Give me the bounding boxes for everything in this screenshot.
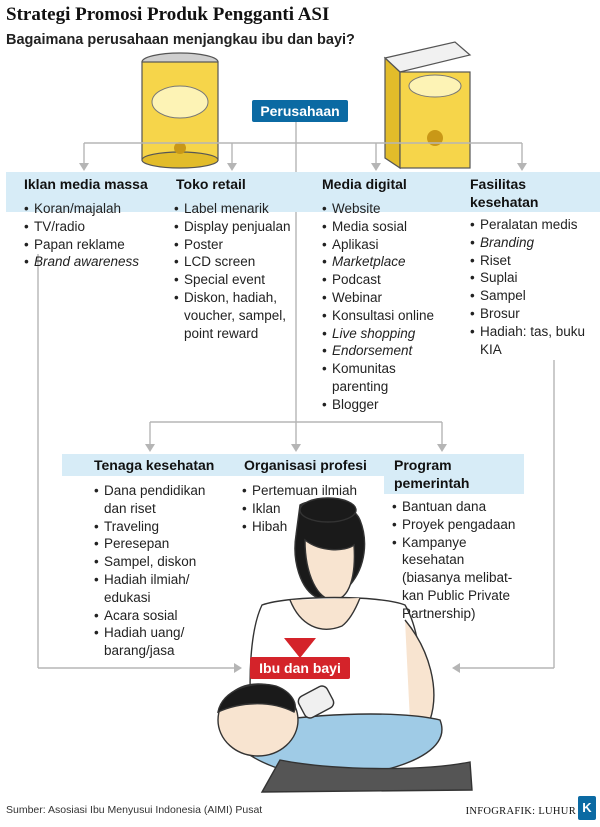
list-item: Sampel — [470, 287, 594, 305]
list-item: Website — [322, 200, 452, 218]
category-heading-pemerintah: Program pemerintah — [394, 457, 470, 491]
page-subtitle: Bagaimana perusahaan menjangkau ibu dan … — [6, 32, 355, 48]
list-nakes: Dana pendidikan dan riset Traveling Pere… — [94, 482, 214, 660]
list-item: Bantuan dana — [392, 498, 518, 516]
list-item: Proyek pengadaan — [392, 516, 518, 534]
list-item: Blogger — [322, 396, 452, 414]
list-item: Aplikasi — [322, 236, 452, 254]
list-item: Endorsement — [322, 342, 452, 360]
list-item: Konsultasi online — [322, 307, 452, 325]
list-item: Brand awareness — [24, 253, 164, 271]
list-item: Peralatan medis — [470, 216, 594, 234]
list-item: Komunitas parenting — [322, 360, 452, 396]
list-item: Iklan — [242, 500, 382, 518]
down-arrow-icon — [284, 638, 316, 658]
category-heading-iklan: Iklan media massa — [24, 176, 148, 192]
category-heading-digital: Media digital — [322, 176, 407, 192]
formula-can-illustration — [141, 52, 219, 169]
list-item: LCD screen — [174, 253, 296, 271]
list-faskes: Peralatan medis Branding Riset Suplai Sa… — [470, 216, 594, 358]
target-label: Ibu dan bayi — [250, 657, 350, 679]
list-retail: Label menarik Display penjualan Poster L… — [174, 200, 296, 342]
source-note: Sumber: Asosiasi Ibu Menyusui Indonesia … — [6, 804, 263, 816]
list-item: Peresepan — [94, 535, 214, 553]
list-organisasi: Pertemuan ilmiah Iklan Hibah — [242, 482, 382, 535]
list-item: Hadiah: tas, buku KIA — [470, 323, 594, 359]
list-item: Poster — [174, 236, 296, 254]
list-item: Live shopping — [322, 325, 452, 343]
list-item: Special event — [174, 271, 296, 289]
list-item: Riset — [470, 252, 594, 270]
list-item: Kampanye kesehatan (biasanya melibat-kan… — [392, 534, 518, 623]
category-heading-faskes: Fasilitas kesehatan — [470, 176, 539, 210]
category-heading-organisasi: Organisasi profesi — [244, 457, 367, 473]
list-pemerintah: Bantuan dana Proyek pengadaan Kampanye k… — [392, 498, 518, 623]
list-item: Traveling — [94, 518, 214, 536]
bottom-category-band-ext — [384, 454, 524, 494]
credit-note: INFOGRAFIK: LUHUR — [465, 806, 576, 817]
list-item: Suplai — [470, 269, 594, 287]
formula-box-illustration — [383, 41, 472, 170]
list-item: Dana pendidikan dan riset — [94, 482, 214, 518]
list-item: TV/radio — [24, 218, 164, 236]
list-item: Koran/majalah — [24, 200, 164, 218]
list-item: Pertemuan ilmiah — [242, 482, 382, 500]
list-item: Acara sosial — [94, 607, 214, 625]
category-heading-nakes: Tenaga kesehatan — [94, 457, 215, 473]
list-item: Papan reklame — [24, 236, 164, 254]
list-item: Webinar — [322, 289, 452, 307]
list-item: Hadiah uang/ barang/jasa — [94, 624, 214, 660]
list-item: Media sosial — [322, 218, 452, 236]
list-iklan: Koran/majalah TV/radio Papan reklame Bra… — [24, 200, 164, 271]
list-item: Podcast — [322, 271, 452, 289]
list-item: Diskon, hadiah, voucher, sampel, point r… — [174, 289, 296, 342]
list-item: Branding — [470, 234, 594, 252]
list-item: Label menarik — [174, 200, 296, 218]
list-item: Sampel, diskon — [94, 553, 214, 571]
list-item: Marketplace — [322, 253, 452, 271]
list-item: Brosur — [470, 305, 594, 323]
list-item: Hibah — [242, 518, 382, 536]
list-digital: Website Media sosial Aplikasi Marketplac… — [322, 200, 452, 414]
list-item: Display penjualan — [174, 218, 296, 236]
category-heading-retail: Toko retail — [176, 176, 246, 192]
page-title: Strategi Promosi Produk Pengganti ASI — [6, 4, 330, 25]
kompas-logo: K — [578, 796, 596, 820]
company-label: Perusahaan — [252, 100, 348, 122]
list-item: Hadiah ilmiah/ edukasi — [94, 571, 214, 607]
